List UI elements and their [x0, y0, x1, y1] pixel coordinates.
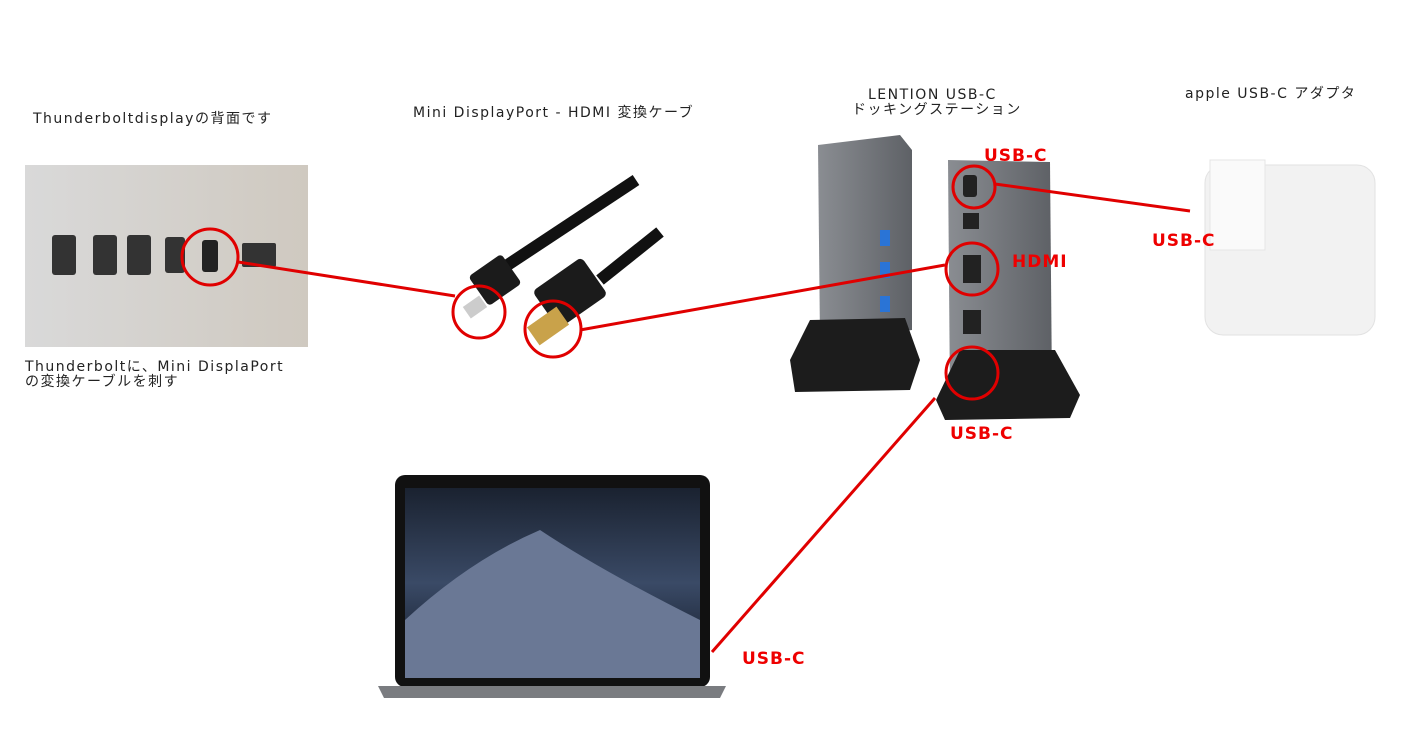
label-dock-usbc-bottom: USB-C — [950, 424, 1014, 444]
highlight-minidp-plug — [451, 284, 507, 340]
caption-line1: Thunderboltに、Mini DisplaPort — [25, 359, 285, 375]
thunderbolt-display-photo — [25, 165, 308, 347]
connection-line-thunderbolt-minidp — [237, 260, 456, 298]
connection-line-adapter — [994, 182, 1191, 213]
display-back-title: Thunderboltdisplayの背面です — [33, 111, 273, 127]
label-laptop-usbc: USB-C — [742, 649, 806, 669]
label-dock-hdmi: HDMI — [1012, 252, 1068, 272]
highlight-hdmi-plug — [523, 299, 583, 359]
cable-title: Mini DisplayPort - HDMI 変換ケーブ — [413, 105, 695, 121]
macbook-pro-laptop — [378, 475, 726, 698]
label-dock-usbc-top: USB-C — [984, 146, 1048, 166]
highlight-dock-hdmi — [944, 241, 1000, 297]
highlight-thunderbolt-port — [180, 227, 240, 287]
dock-title-line2: ドッキングステーション — [852, 102, 1022, 118]
lention-dock — [790, 135, 1080, 420]
adapter-title: apple USB-C アダプタ — [1185, 86, 1357, 102]
dock-title-line1: LENTION USB-C — [868, 87, 997, 103]
connection-line-laptop — [710, 397, 937, 653]
label-adapter-usbc: USB-C — [1152, 231, 1216, 251]
apple-usbc-adapter — [1204, 159, 1376, 336]
caption-line2: の変換ケーブルを刺す — [25, 374, 180, 390]
mini-displayport-hdmi-cable — [462, 174, 664, 346]
connection-line-hdmi — [579, 263, 946, 332]
highlight-dock-usbc-top — [951, 164, 997, 210]
highlight-dock-usbc-bottom — [944, 345, 1000, 401]
